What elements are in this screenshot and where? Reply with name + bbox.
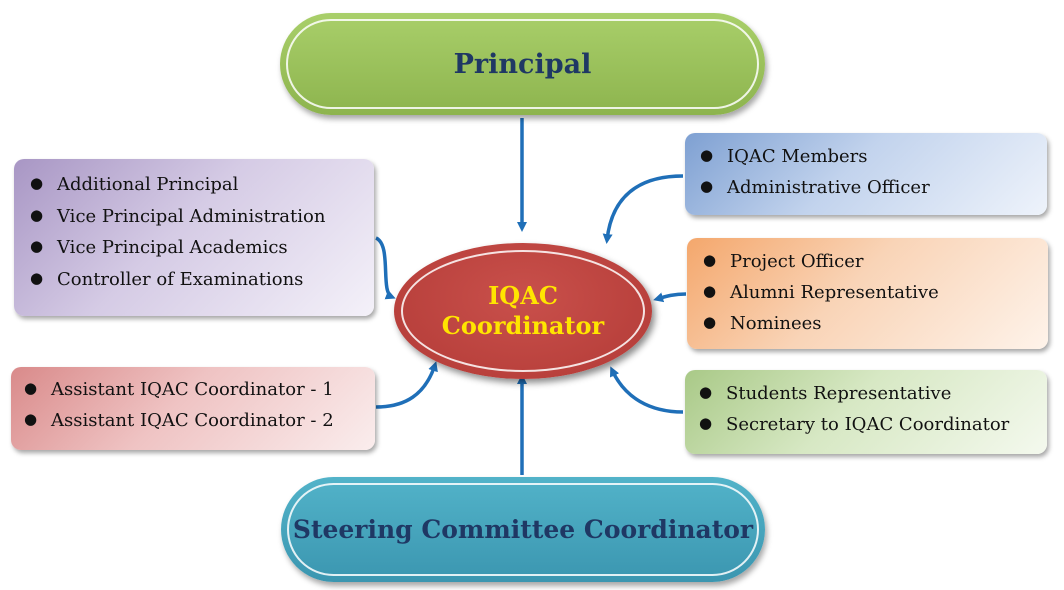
- right-members-box: ●IQAC Members ●Administrative Officer: [685, 133, 1047, 215]
- principal-label: Principal: [453, 48, 592, 80]
- arrow-left-bottom-to-center: [375, 361, 438, 409]
- bullet-icon: ●: [24, 379, 38, 397]
- steering-committee-node: Steering Committee Coordinator: [281, 477, 765, 582]
- iqac-coordinator-line1: IQAC: [488, 281, 558, 310]
- arrow-right3-to-center: [609, 366, 684, 414]
- bullet-icon: ●: [30, 237, 44, 255]
- bullet-icon: ●: [703, 282, 717, 300]
- bullet-icon: ●: [30, 269, 44, 287]
- bullet-icon: ●: [699, 414, 713, 432]
- bullet-icon: ●: [703, 313, 717, 331]
- arrow-left-top-to-center: [374, 236, 396, 300]
- right-representatives-box: ●Students Representative ●Secretary to I…: [685, 370, 1047, 454]
- right-officers-box: ●Project Officer ●Alumni Representative …: [687, 238, 1048, 349]
- principal-node: Principal: [280, 13, 765, 115]
- bullet-icon: ●: [700, 146, 714, 164]
- left-top-members-box: ●Additional Principal ●Vice Principal Ad…: [14, 159, 374, 316]
- bullet-icon: ●: [703, 251, 717, 269]
- bullet-icon: ●: [30, 174, 44, 192]
- iqac-coordinator-node: IQAC Coordinator: [394, 243, 652, 379]
- bullet-icon: ●: [24, 410, 38, 428]
- bullet-icon: ●: [30, 206, 44, 224]
- iqac-coordinator-line2: Coordinator: [441, 311, 605, 340]
- bullet-icon: ●: [700, 177, 714, 195]
- steering-committee-label: Steering Committee Coordinator: [292, 515, 754, 544]
- arrow-right1-to-center: [602, 174, 684, 244]
- left-bottom-assistants-box: ●Assistant IQAC Coordinator - 1 ●Assista…: [11, 367, 375, 450]
- bullet-icon: ●: [699, 383, 713, 401]
- arrow-right2-to-center: [653, 292, 687, 303]
